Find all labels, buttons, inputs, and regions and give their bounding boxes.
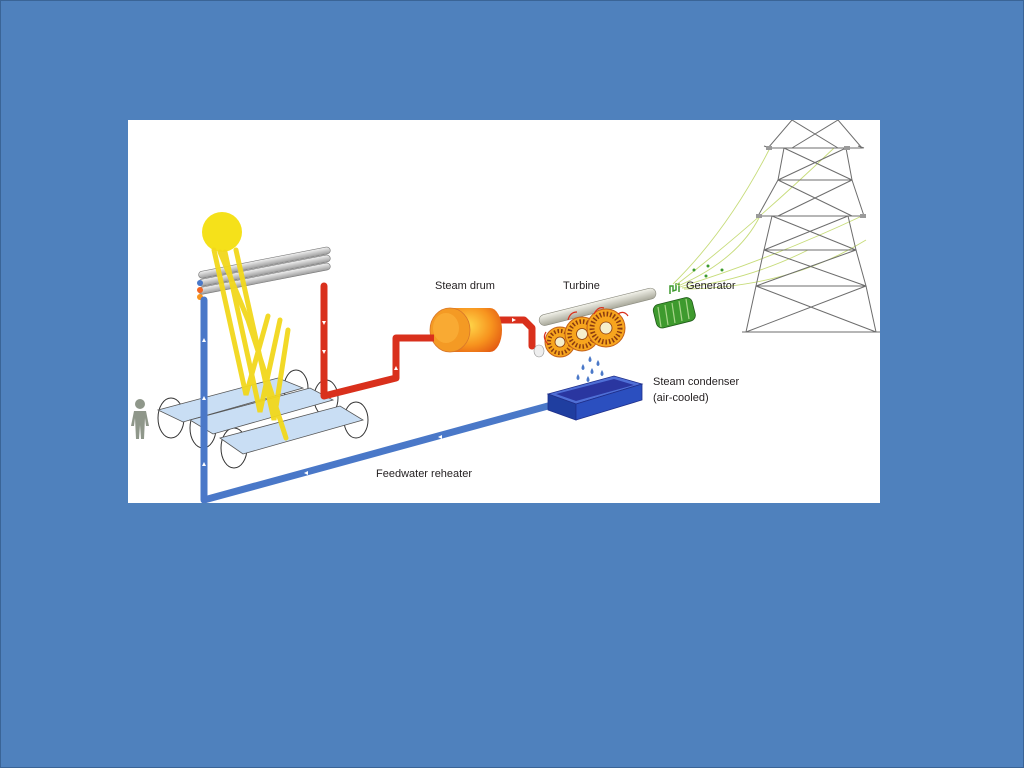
steam-condenser	[546, 375, 644, 421]
diagram-panel: Steam drum Turbine Generator Steam conde…	[128, 120, 880, 503]
turbine-label: Turbine	[563, 280, 600, 292]
steam-drum-label: Steam drum	[435, 280, 495, 292]
condensate-droplets-icon	[576, 356, 604, 382]
transmission-tower-icon	[742, 120, 880, 333]
power-lines	[672, 147, 867, 290]
turbine-shaft	[533, 287, 657, 358]
steam-flow-arrows	[322, 318, 516, 370]
feedwater-reheater-label: Feedwater reheater	[376, 468, 472, 480]
feedwater-flow-arrows	[202, 338, 442, 475]
steam-drum	[429, 307, 502, 353]
steam-condenser-label: Steam condenser	[653, 376, 740, 388]
person-icon	[131, 399, 149, 439]
parabolic-trough-panels	[156, 377, 364, 455]
generator-label: Generator	[686, 280, 736, 292]
steam-condenser-sublabel: (air-cooled)	[653, 392, 709, 404]
sun-rays	[211, 247, 291, 441]
sun-icon	[202, 212, 242, 252]
solar-thermal-plant-diagram	[131, 120, 880, 503]
steam-pipe	[320, 282, 536, 400]
power-line-dots	[692, 264, 724, 278]
turbine	[543, 307, 629, 358]
generator	[652, 283, 696, 329]
